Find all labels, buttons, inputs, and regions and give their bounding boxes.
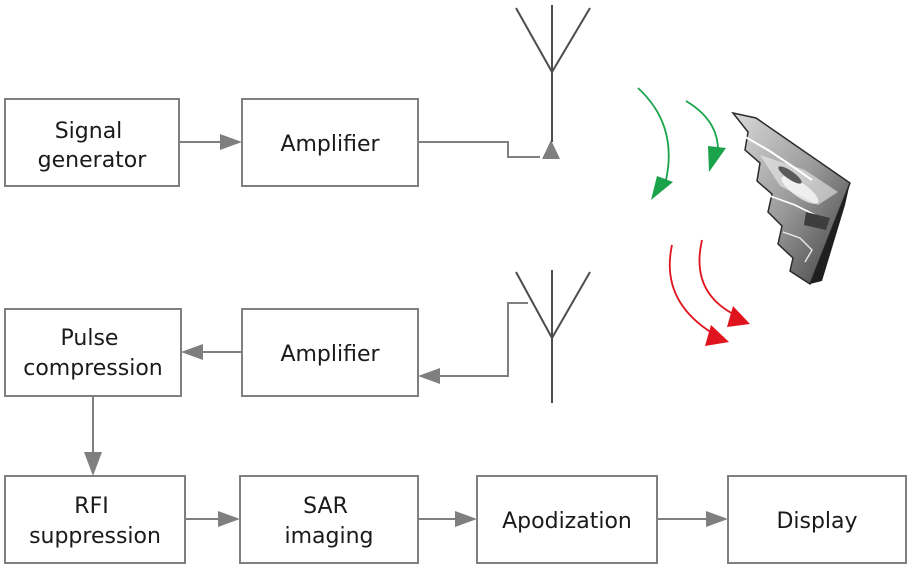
- svg-text:Amplifier: Amplifier: [280, 342, 380, 367]
- connector-signal-to-amplifier: [179, 134, 242, 150]
- tx-amplifier-label: Amplifier: [280, 132, 380, 157]
- svg-text:SAR imaging: SAR imaging: [284, 494, 373, 549]
- pulse-compression-block: Pulse compression: [4, 308, 182, 397]
- stealth-aircraft-icon: [731, 111, 851, 286]
- signal-generator-label-line1: Signal: [55, 119, 123, 144]
- sar-imaging-block: SAR imaging: [239, 475, 419, 564]
- rfi-suppression-label-line1: RFI: [74, 494, 108, 519]
- svg-text:Display: Display: [776, 509, 857, 534]
- rfi-suppression-block: RFI suppression: [4, 475, 186, 564]
- signal-generator-block: Signal generator: [4, 98, 180, 187]
- connector-apodization-to-display: [657, 511, 728, 527]
- connector-rfi-to-sar: [185, 511, 240, 527]
- sar-imaging-label-line2: imaging: [284, 524, 373, 549]
- transmit-antenna-icon: [515, 5, 591, 142]
- svg-text:Signal generator: Signal generator: [38, 119, 148, 173]
- rx-amplifier-block: Amplifier: [241, 308, 419, 397]
- display-label: Display: [776, 509, 857, 534]
- sar-imaging-label-line1: SAR: [303, 494, 348, 519]
- signal-generator-label-line2: generator: [38, 148, 148, 173]
- apodization-block: Apodization: [476, 475, 658, 564]
- connector-pulse-compression-to-rfi: [84, 396, 102, 476]
- connector-sar-to-apodization: [418, 511, 477, 527]
- svg-text:Apodization: Apodization: [502, 509, 632, 534]
- svg-text:RFI suppression: RFI suppression: [29, 494, 161, 549]
- receive-antenna-icon: [515, 270, 591, 403]
- connector-amplifier-to-pulse-compression: [181, 344, 242, 360]
- apodization-label: Apodization: [502, 509, 632, 534]
- incident-wave-arrows: [637, 87, 726, 200]
- svg-text:Amplifier: Amplifier: [280, 132, 380, 157]
- rx-amplifier-label: Amplifier: [280, 342, 380, 367]
- display-block: Display: [727, 475, 907, 564]
- pulse-compression-label-line2: compression: [23, 356, 163, 381]
- pulse-compression-label-line1: Pulse: [61, 326, 119, 351]
- svg-text:Pulse compression: Pulse compression: [23, 326, 163, 381]
- connector-amplifier-to-tx-antenna: [418, 140, 560, 159]
- rfi-suppression-label-line2: suppression: [29, 524, 161, 549]
- reflected-wave-arrows: [668, 239, 750, 346]
- tx-amplifier-block: Amplifier: [241, 98, 419, 187]
- connector-rx-antenna-to-amplifier: [418, 302, 528, 384]
